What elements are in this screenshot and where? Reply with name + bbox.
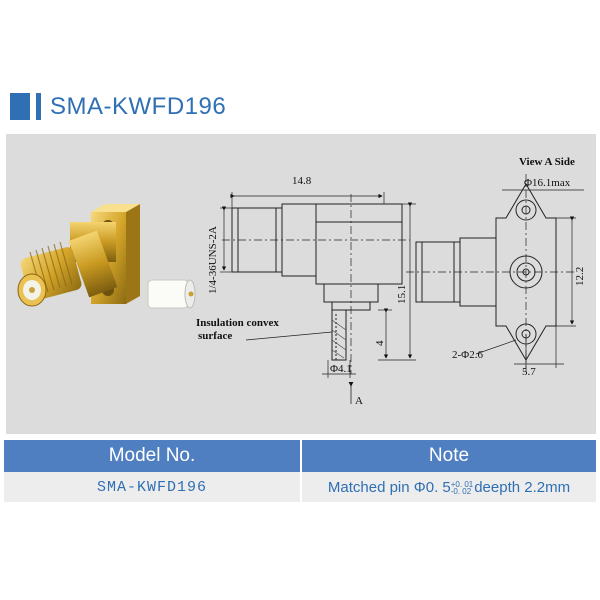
table-header-row: Model No. Note bbox=[4, 440, 596, 472]
tolerance-lower: -0. 02 bbox=[450, 486, 472, 496]
note-suffix: deepth 2.2mm bbox=[474, 478, 571, 496]
side-view bbox=[220, 192, 416, 404]
tolerance: +0. 01-0. 02 bbox=[450, 479, 474, 496]
dim-height-label: 15.1 bbox=[396, 285, 408, 304]
spec-table: Model No. Note SMA-KWFD196 Matched pin Φ… bbox=[4, 440, 596, 502]
dim-pin-dia-label: Φ4.1 bbox=[330, 363, 352, 375]
flange-dia-label: Φ16.1max bbox=[524, 177, 571, 189]
insulation-label-1: Insulation convex bbox=[196, 317, 279, 329]
column-header-note: Note bbox=[301, 440, 596, 472]
view-title-label: View A Side bbox=[519, 156, 575, 168]
hole-pitch-label: 5.7 bbox=[522, 366, 536, 378]
column-header-model: Model No. bbox=[4, 440, 302, 472]
table-row: SMA-KWFD196 Matched pin Φ0. 5+0. 01-0. 0… bbox=[4, 472, 596, 502]
model-number-cell: SMA-KWFD196 bbox=[4, 472, 302, 502]
product-drawing-panel: 14.8 1/4-36UNS-2A 15.1 4 Φ4.1 Insulation… bbox=[6, 134, 596, 434]
dim-length-label: 14.8 bbox=[292, 175, 312, 187]
view-a-side bbox=[406, 174, 584, 372]
flange-height-label: 12.2 bbox=[574, 267, 586, 286]
connector-photo bbox=[17, 204, 196, 309]
section-header: SMA-KWFD196 bbox=[10, 92, 600, 122]
tolerance-upper: +0. 01 bbox=[450, 479, 474, 489]
view-arrow-label: A bbox=[355, 395, 363, 407]
dim-pin-length-label: 4 bbox=[374, 340, 386, 346]
insulation-label-2: surface bbox=[198, 330, 232, 342]
technical-drawing: 14.8 1/4-36UNS-2A 15.1 4 Φ4.1 Insulation… bbox=[17, 156, 586, 407]
header-bar-thick bbox=[10, 93, 30, 120]
note-prefix: Matched pin Φ0. 5 bbox=[327, 478, 451, 496]
hole-label: 2-Φ2.6 bbox=[452, 349, 483, 361]
page-title: SMA-KWFD196 bbox=[50, 93, 227, 120]
thread-label: 1/4-36UNS-2A bbox=[207, 226, 219, 294]
header-bar-thin bbox=[36, 93, 41, 120]
